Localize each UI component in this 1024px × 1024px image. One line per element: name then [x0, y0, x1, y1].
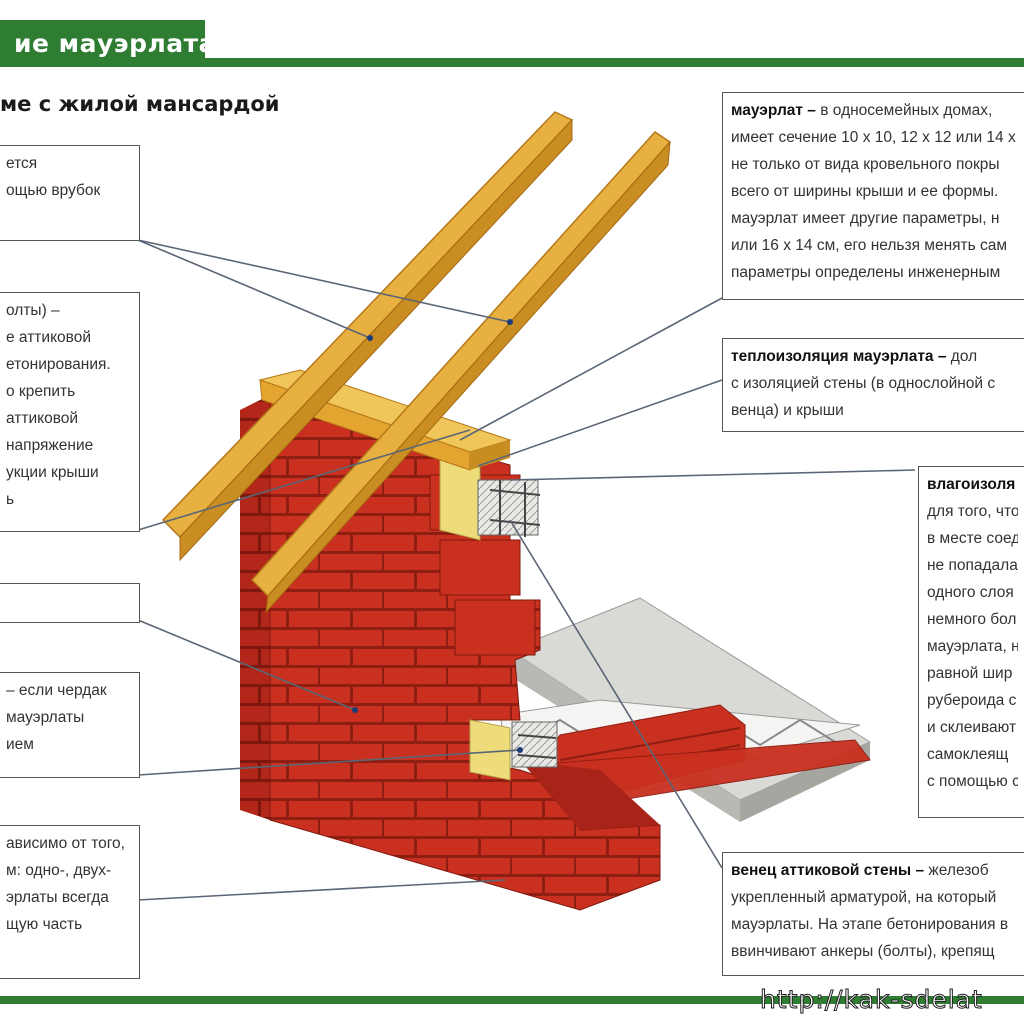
- leader-dots: [352, 319, 523, 753]
- callout-mauerlat-insulation: теплоизоляция мауэрлата – дол с изоляцие…: [722, 338, 1024, 432]
- watermark: http://kak-sdelat: [760, 985, 983, 1015]
- callout-anchor-bolts: олты) – е аттиковой етонирования. о креп…: [0, 292, 140, 532]
- callout-line: одного слоя: [927, 584, 1014, 601]
- callout-line: имеет сечение 10 х 10, 12 х 12 или 14 х: [731, 129, 1016, 146]
- callout-line: всего от ширины крыши и ее формы.: [731, 183, 999, 200]
- callout-line: равной шир: [927, 665, 1013, 682]
- callout-line: укции крыши: [6, 464, 99, 481]
- callout-line: о крепить: [6, 383, 76, 400]
- callout-line: олты) –: [6, 302, 60, 319]
- callout-line: щую часть: [6, 916, 83, 933]
- callout-line: не попадала: [927, 557, 1018, 574]
- callout-line: не только от вида кровельного покры: [731, 156, 1000, 173]
- callout-line: – если чердак: [6, 682, 107, 699]
- leader-lines: [137, 239, 916, 901]
- header-rule: [0, 58, 1024, 67]
- callout-line: мауэрлата, н: [927, 638, 1018, 655]
- callout-line: ввинчивают анкеры (болты), крепящ: [731, 943, 995, 960]
- callout-line: венец аттиковой стены – железоб: [731, 857, 1018, 884]
- callout-title: венец аттиковой стены –: [731, 862, 925, 879]
- callout-title: теплоизоляция мауэрлата –: [731, 348, 947, 365]
- callout-load-bearing: ависимо от того, м: одно-, двух- эрлаты …: [0, 825, 140, 979]
- rafter-left: [161, 111, 574, 562]
- page-subtitle: ме с жилой мансардой: [0, 92, 280, 116]
- callout-line: мауэрлаты. На этапе бетонирования в: [731, 916, 1009, 933]
- callout-line: теплоизоляция мауэрлата – дол: [731, 343, 1018, 370]
- callout-line: в месте соед: [927, 530, 1018, 547]
- footer-rule: [0, 996, 1024, 1004]
- callout-line: ется: [6, 155, 38, 172]
- callout-line: самоклеящ: [927, 746, 1009, 763]
- callout-line: и склеивают: [927, 719, 1017, 736]
- callout-line: етонирования.: [6, 356, 111, 373]
- callout-line: мауэрлаты: [6, 709, 85, 726]
- callout-attic: – если чердак мауэрлаты ием: [0, 672, 140, 778]
- callout-line: е аттиковой: [6, 329, 91, 346]
- callout-line: м: одно-, двух-: [6, 862, 112, 879]
- callout-waterproofing: влагоизоля для того, что в месте соед не…: [918, 466, 1024, 818]
- callout-wall: [0, 583, 140, 623]
- page-title: ие мауэрлата: [14, 29, 217, 58]
- callout-line: венца) и крыши: [731, 402, 844, 419]
- callout-text: железоб: [928, 862, 989, 879]
- callout-line: с изоляцией стены (в однослойной с: [731, 375, 996, 392]
- callout-line: рубероида с: [927, 692, 1017, 709]
- callout-line: или 16 х 14 см, его нельзя менять сам: [731, 237, 1008, 254]
- callout-line: немного бол: [927, 611, 1017, 628]
- callout-line: мауэрлат – в односемейных домах,: [731, 97, 1018, 124]
- callout-line: с помощью с: [927, 773, 1018, 790]
- callout-rafter-connection: ется ощью врубок: [0, 145, 140, 241]
- callout-line: укрепленный арматурой, на который: [731, 889, 997, 906]
- callout-line: параметры определены инженерным: [731, 264, 1001, 281]
- callout-line: влагоизоля: [927, 471, 1018, 498]
- callout-line: эрлаты всегда: [6, 889, 109, 906]
- callout-mauerlat: мауэрлат – в односемейных домах, имеет с…: [722, 92, 1024, 300]
- callout-line: ь: [6, 491, 15, 508]
- callout-title: влагоизоля: [927, 476, 1016, 493]
- callout-line: аттиковой: [6, 410, 79, 427]
- callout-ring-beam: венец аттиковой стены – железоб укреплен…: [722, 852, 1024, 976]
- ring-beam-rebar: [477, 479, 558, 768]
- callout-text: в односемейных домах,: [820, 102, 993, 119]
- rafter-right: [250, 131, 672, 614]
- callout-line: ависимо от того,: [6, 835, 125, 852]
- callout-title: мауэрлат –: [731, 102, 816, 119]
- callout-line: ощью врубок: [6, 182, 101, 199]
- callout-text: дол: [950, 348, 978, 365]
- callout-line: мауэрлат имеет другие параметры, н: [731, 210, 1000, 227]
- callout-line: ием: [6, 736, 34, 753]
- callout-line: для того, что: [927, 503, 1018, 520]
- callout-line: напряжение: [6, 437, 94, 454]
